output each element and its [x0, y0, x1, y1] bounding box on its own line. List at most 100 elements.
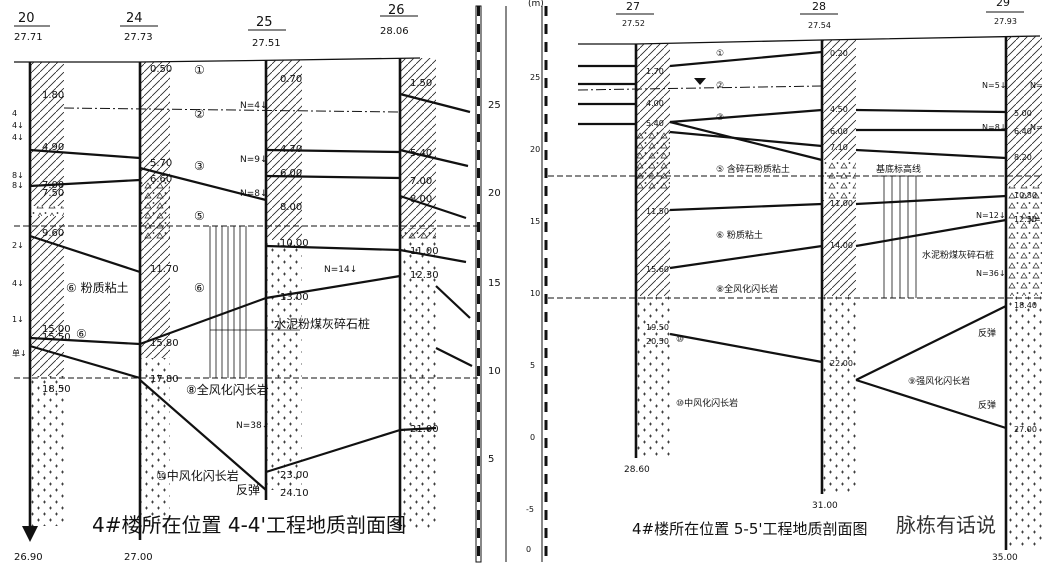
edge-mark: N=	[1030, 81, 1043, 90]
rebound-label: 反弹	[978, 327, 996, 339]
spt-value: N=9↓	[240, 155, 268, 165]
borehole-elevation: 27.71	[14, 32, 43, 43]
spt-value: N=38↓	[236, 421, 269, 431]
depth-label: 8.20	[1014, 153, 1032, 162]
borehole-elevation: 27.54	[808, 21, 831, 30]
depth-label: 15.60	[646, 265, 669, 274]
layer-label: ⑧全风化闪长岩	[716, 283, 778, 295]
borehole-bottom: 27.00	[124, 552, 153, 563]
layer-label: ③	[194, 159, 205, 173]
layer-label: ②	[194, 107, 205, 121]
depth-label: 7.50	[42, 188, 64, 199]
spt-value: N=4↓	[240, 101, 268, 111]
borehole-id: 29	[996, 0, 1010, 9]
depth-label: 6.60	[150, 174, 172, 185]
spt-value: N=12↓	[976, 211, 1006, 220]
profile-5-5	[548, 11, 1042, 550]
pile-label: 水泥粉煤灰碎石桩	[274, 316, 370, 331]
layer-label: ⑥ 粉质粘土	[66, 280, 129, 295]
depth-label: 4.90	[42, 142, 64, 153]
scale-tick: 5	[530, 361, 535, 370]
depth-label: 23.00	[280, 470, 309, 481]
depth-label: 9.60	[42, 228, 64, 239]
edge-mark: 1↓	[12, 315, 24, 324]
layer-label: ①	[194, 63, 205, 77]
depth-label: 7.10	[830, 143, 848, 152]
depth-label: 6.40	[1014, 127, 1032, 136]
depth-label: 5.40	[410, 148, 432, 159]
depth-label: 13.00	[280, 292, 309, 303]
edge-mark: 8↓	[12, 171, 24, 180]
borehole-bottom: 35.00	[992, 553, 1018, 563]
layer-label: ③	[716, 113, 724, 123]
layer-label: ⑩中风化闪长岩	[156, 468, 239, 483]
borehole-elevation: 28.06	[380, 26, 409, 37]
rebound-label: 反弹	[236, 483, 260, 497]
depth-label: 4.00	[646, 99, 664, 108]
depth-label: 0.70	[280, 74, 302, 85]
edge-mark: 4↓	[12, 279, 24, 288]
depth-label: 27.00	[1014, 425, 1037, 434]
spt-value: N=14↓	[324, 265, 357, 275]
depth-label: 17.80	[150, 374, 179, 385]
scale-tick: 15	[530, 217, 540, 226]
depth-label: 22.00	[830, 359, 853, 368]
layer-label: ⑧全风化闪长岩	[186, 382, 269, 397]
edge-mark: 8↓	[12, 181, 24, 190]
depth-label: 6.00	[280, 168, 302, 179]
borehole-id: 25	[256, 15, 273, 30]
depth-label: 0.50	[150, 64, 172, 75]
spt-value: N=8↓	[982, 123, 1006, 132]
profile-4-4	[14, 5, 548, 563]
scale-tick: 10	[488, 366, 501, 377]
watermark: 脉栋有话说	[896, 513, 996, 537]
borehole-elevation: 27.51	[252, 38, 281, 49]
spt-value: N=8↓	[240, 189, 268, 199]
depth-label: 5.00	[1014, 109, 1032, 118]
scale-tick: -5	[526, 505, 534, 514]
borehole-elevation: 27.93	[994, 17, 1017, 26]
depth-label: 4.50	[830, 105, 848, 114]
scale-tick: 0	[530, 433, 535, 442]
borehole-elevation: 27.52	[622, 19, 645, 28]
depth-label: 1.50	[410, 78, 432, 89]
layer-label: ⑩中风化闪长岩	[676, 397, 738, 409]
depth-label: 7.00	[42, 180, 64, 191]
depth-label: 19.50	[646, 323, 669, 332]
depth-label: 20.50	[646, 337, 669, 346]
edge-mark: N=	[1028, 215, 1041, 224]
scale-tick: 25	[488, 100, 501, 111]
depth-label: 11.00	[830, 199, 853, 208]
scale-tick: 25	[530, 73, 540, 82]
scale-tick: 15	[488, 278, 501, 289]
depth-label: 11.50	[646, 207, 669, 216]
layer-label: ⑥	[194, 281, 205, 295]
depth-label: 15.50	[42, 332, 71, 343]
depth-label: 8.00	[280, 202, 302, 213]
borehole-elevation: 27.73	[124, 32, 153, 43]
base-line-label: 基底标高线	[876, 163, 921, 175]
borehole-bottom: 28.60	[624, 465, 650, 475]
depth-label: 12.30	[410, 270, 439, 281]
spt-value: N=36↓	[976, 269, 1006, 278]
borehole-id: 27	[626, 0, 640, 13]
depth-label: 24.10	[280, 488, 309, 499]
depth-label: 5.40	[646, 119, 664, 128]
depth-label: 0.20	[830, 49, 848, 58]
depth-label: 12.50	[1014, 215, 1037, 224]
depth-label: 8.00	[410, 194, 432, 205]
depth-label: 10.80	[1014, 191, 1037, 200]
edge-mark: 4↓	[12, 133, 24, 142]
borehole-bottom: 26.90	[14, 552, 43, 563]
depth-label: 21.00	[410, 424, 439, 435]
edge-mark: 4↓	[12, 121, 24, 130]
depth-label: 5.70	[150, 158, 172, 169]
scale-tick: 20	[488, 188, 501, 199]
layer-label: ⑤	[194, 209, 205, 223]
layer-label: ②	[716, 81, 724, 91]
depth-label: 15.00	[42, 324, 71, 335]
depth-label: 6.00	[830, 127, 848, 136]
pile-label: 水泥粉煤灰碎石桩	[922, 249, 994, 261]
depth-label: 18.40	[1014, 301, 1037, 310]
